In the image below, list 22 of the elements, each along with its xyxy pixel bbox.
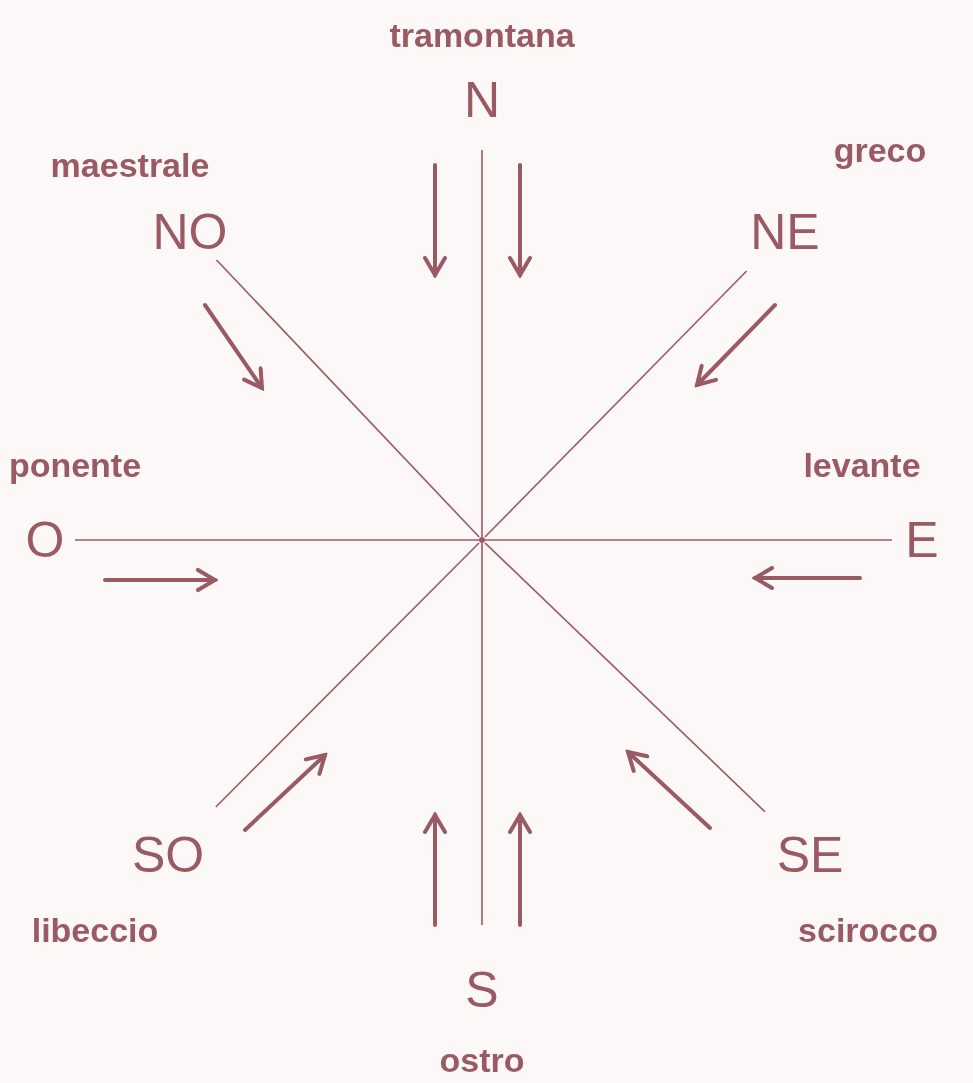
direction-letter: SO: [120, 807, 216, 903]
wind-name-label: ostro: [439, 1039, 525, 1081]
compass-line: [215, 259, 480, 538]
wind-name-label: greco: [833, 129, 927, 171]
direction-letter: NE: [745, 193, 825, 271]
compass-line: [484, 270, 748, 538]
compass-line: [481, 542, 483, 926]
compass-line: [484, 542, 766, 813]
wind-name-label: libeccio: [31, 909, 159, 951]
wind-name-label: maestrale: [50, 144, 210, 186]
direction-letter: NO: [145, 204, 235, 260]
wind-name-label: levante: [803, 444, 921, 486]
compass-line: [481, 149, 483, 538]
center-point: [479, 537, 485, 543]
compass-line: [484, 539, 893, 541]
wind-name-label: scirocco: [798, 909, 938, 951]
compass-line: [74, 539, 480, 541]
direction-letter: SE: [765, 807, 855, 903]
wind-name-label: ponente: [8, 444, 142, 486]
direction-letter: E: [892, 510, 952, 570]
compass-line: [215, 542, 480, 808]
direction-letter: O: [15, 510, 75, 570]
